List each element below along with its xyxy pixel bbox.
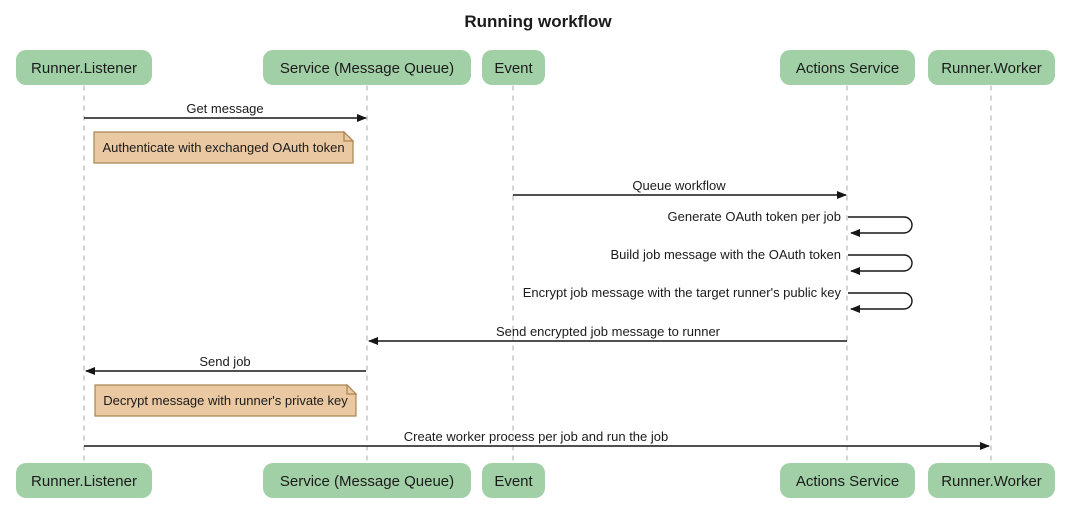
actor-bottom-service-message-queue: Service (Message Queue) — [263, 463, 471, 498]
actor-label: Runner.Listener — [31, 60, 137, 77]
message-send-encrypted-job: Send encrypted job message to runner — [368, 324, 847, 345]
actor-box — [780, 463, 915, 498]
actor-box — [780, 50, 915, 85]
message-send-job: Send job — [85, 354, 366, 375]
message-label: Get message — [186, 101, 263, 116]
note-box — [93, 131, 354, 164]
message-label: Send job — [199, 354, 250, 369]
message-get-message: Get message — [84, 101, 367, 122]
message-encrypt-job-message: Encrypt job message with the target runn… — [523, 285, 913, 313]
self-message-arrow — [848, 254, 913, 275]
actor-box — [928, 463, 1055, 498]
note-label: Decrypt message with runner's private ke… — [103, 393, 348, 408]
note-box — [94, 384, 357, 417]
actor-bottom-runner-worker: Runner.Worker — [928, 463, 1055, 498]
actor-label: Event — [494, 60, 533, 77]
note-fold-icon — [346, 383, 358, 395]
actor-bottom-runner-listener: Runner.Listener — [16, 463, 152, 498]
message-label: Encrypt job message with the target runn… — [523, 285, 842, 300]
actor-label: Runner.Worker — [941, 60, 1042, 77]
actor-box — [263, 50, 471, 85]
actor-label: Service (Message Queue) — [280, 473, 454, 490]
note-decrypt-private-key: Decrypt message with runner's private ke… — [94, 383, 358, 417]
actor-top-runner-worker: Runner.Worker — [928, 50, 1055, 85]
actor-label: Event — [494, 473, 533, 490]
message-label: Create worker process per job and run th… — [404, 429, 668, 444]
message-label: Generate OAuth token per job — [668, 209, 841, 224]
actor-bottom-event: Event — [482, 463, 545, 498]
actor-top-actions-service: Actions Service — [780, 50, 915, 85]
actor-box — [16, 463, 152, 498]
actor-label: Runner.Listener — [31, 473, 137, 490]
note-fold-icon — [343, 130, 355, 142]
actor-top-event: Event — [482, 50, 545, 85]
actor-box — [482, 463, 545, 498]
actor-box — [263, 463, 471, 498]
message-queue-workflow: Queue workflow — [513, 178, 847, 199]
actor-box — [928, 50, 1055, 85]
message-build-job-message: Build job message with the OAuth token — [610, 247, 913, 275]
actor-top-runner-listener: Runner.Listener — [16, 50, 152, 85]
self-message-arrow — [848, 216, 913, 237]
message-generate-oauth-token: Generate OAuth token per job — [668, 209, 913, 237]
actor-label: Runner.Worker — [941, 473, 1042, 490]
actor-top-service-message-queue: Service (Message Queue) — [263, 50, 471, 85]
diagram-title: Running workflow — [464, 12, 612, 31]
actor-bottom-actions-service: Actions Service — [780, 463, 915, 498]
actor-box — [16, 50, 152, 85]
actor-label: Actions Service — [796, 60, 899, 77]
self-message-arrow — [848, 292, 913, 313]
message-label: Queue workflow — [632, 178, 726, 193]
note-authenticate-oauth: Authenticate with exchanged OAuth token — [93, 130, 355, 164]
message-label: Send encrypted job message to runner — [496, 324, 721, 339]
actor-label: Actions Service — [796, 473, 899, 490]
message-create-worker-process: Create worker process per job and run th… — [84, 429, 990, 450]
note-label: Authenticate with exchanged OAuth token — [102, 140, 344, 155]
message-label: Build job message with the OAuth token — [610, 247, 841, 262]
actor-label: Service (Message Queue) — [280, 60, 454, 77]
actor-box — [482, 50, 545, 85]
